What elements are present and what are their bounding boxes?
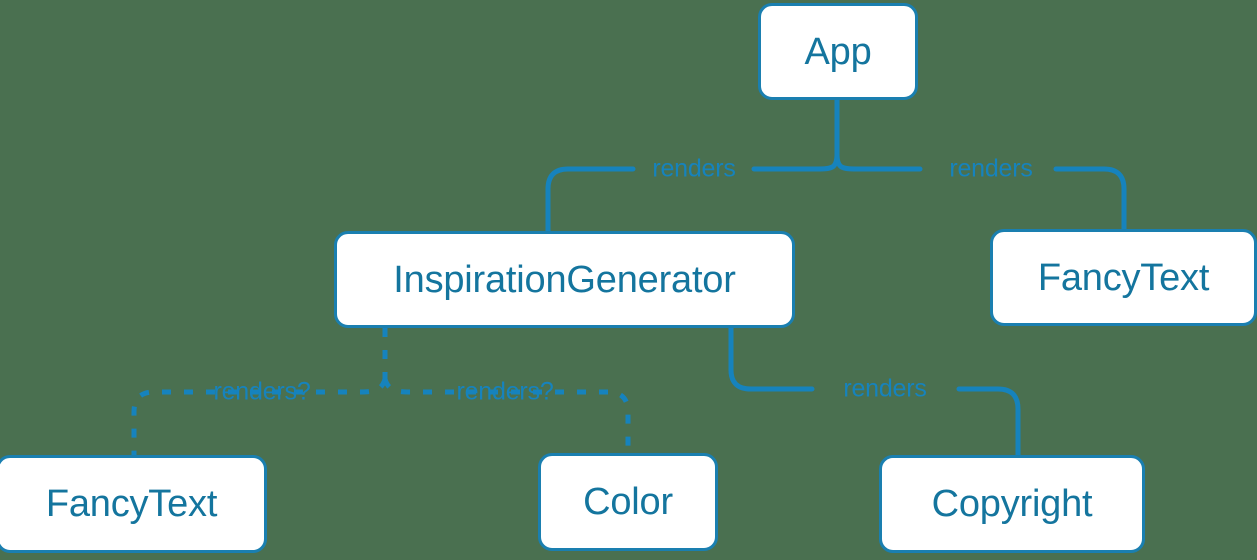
edge-dashed-right-branch [382, 378, 631, 453]
edge-inspiration-to-copyright [728, 325, 1021, 458]
node-color-label: Color [583, 481, 673, 523]
edge-app-to-inspiration-generator [545, 166, 636, 234]
node-fancytext-bottom[interactable]: FancyText [0, 455, 267, 553]
node-app[interactable]: App [758, 3, 918, 100]
node-fancytext-top[interactable]: FancyText [990, 229, 1257, 326]
edge-app-split-left [751, 151, 840, 172]
node-inspiration-generator[interactable]: InspirationGenerator [334, 231, 795, 328]
edge-dashed-left-branch [131, 378, 388, 455]
node-copyright[interactable]: Copyright [879, 455, 1145, 553]
edge-inspiration-to-fancytext-bottom [131, 378, 388, 455]
node-app-label: App [804, 30, 872, 73]
node-copyright-label: Copyright [931, 483, 1093, 525]
node-inspiration-generator-label: InspirationGenerator [393, 258, 736, 301]
node-fancytext-bottom-label: FancyText [45, 483, 218, 525]
edge-left-corner-down [545, 166, 571, 234]
edge-app-to-fancytext-top [1053, 166, 1127, 232]
edge-right-corner-down [1101, 166, 1127, 232]
edge-copyright-down-left [728, 325, 815, 392]
edge-app-split-right [834, 151, 923, 172]
node-color[interactable]: Color [538, 453, 718, 551]
edge-inspiration-to-color [382, 378, 631, 453]
node-fancytext-top-label: FancyText [1037, 256, 1210, 299]
edge-app-to-children [751, 97, 923, 172]
edge-copyright-horizontal-right [956, 386, 1021, 458]
